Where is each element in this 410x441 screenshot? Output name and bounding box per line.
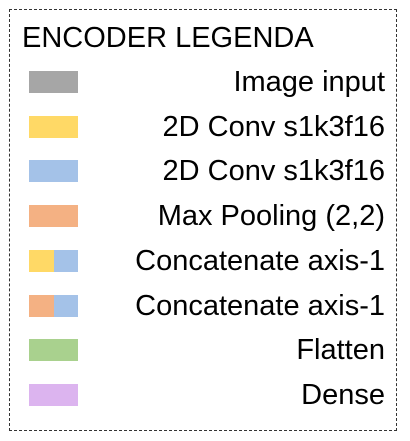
legend-title: ENCODER LEGENDA: [22, 22, 314, 54]
legend-swatch-color: [53, 249, 78, 272]
legend-label: Image input: [233, 66, 385, 98]
legend-swatch-color: [29, 249, 54, 272]
legend-row: Max Pooling (2,2): [0, 196, 410, 236]
legend-row: Dense: [0, 375, 410, 415]
legend-swatch-color: [29, 205, 78, 228]
legend-swatch: [29, 383, 78, 406]
legend-row: Image input: [0, 62, 410, 102]
legend-label: Concatenate axis-1: [135, 244, 385, 277]
legend-swatch: [29, 249, 78, 272]
legend-swatch-color: [29, 294, 54, 317]
legend-swatch: [29, 205, 78, 228]
legend-label: Max Pooling (2,2): [157, 200, 385, 233]
legend-row: 2D Conv s1k3f16: [0, 107, 410, 147]
legend-label: 2D Conv s1k3f16: [162, 110, 385, 143]
legend-swatch: [29, 71, 78, 93]
legend-row: Concatenate axis-1: [0, 286, 410, 326]
legend-label: 2D Conv s1k3f16: [162, 155, 385, 188]
legend-label: Concatenate axis-1: [135, 289, 385, 322]
legend-swatch: [29, 294, 78, 317]
legend-label: Dense: [301, 378, 385, 411]
legend-swatch-color: [29, 71, 78, 93]
legend-row: 2D Conv s1k3f16: [0, 151, 410, 191]
legend-row: Flatten: [0, 330, 410, 370]
legend-swatch: [29, 115, 78, 138]
legend-label: Flatten: [296, 334, 385, 367]
legend-swatch-color: [29, 160, 78, 183]
legend-swatch-color: [53, 294, 78, 317]
legend-swatch: [29, 160, 78, 183]
legend-row: Concatenate axis-1: [0, 241, 410, 281]
legend-box: [9, 9, 397, 431]
legend-swatch-color: [29, 339, 78, 362]
legend-swatch: [29, 339, 78, 362]
legend-swatch-color: [29, 115, 78, 138]
legend-swatch-color: [29, 383, 78, 406]
